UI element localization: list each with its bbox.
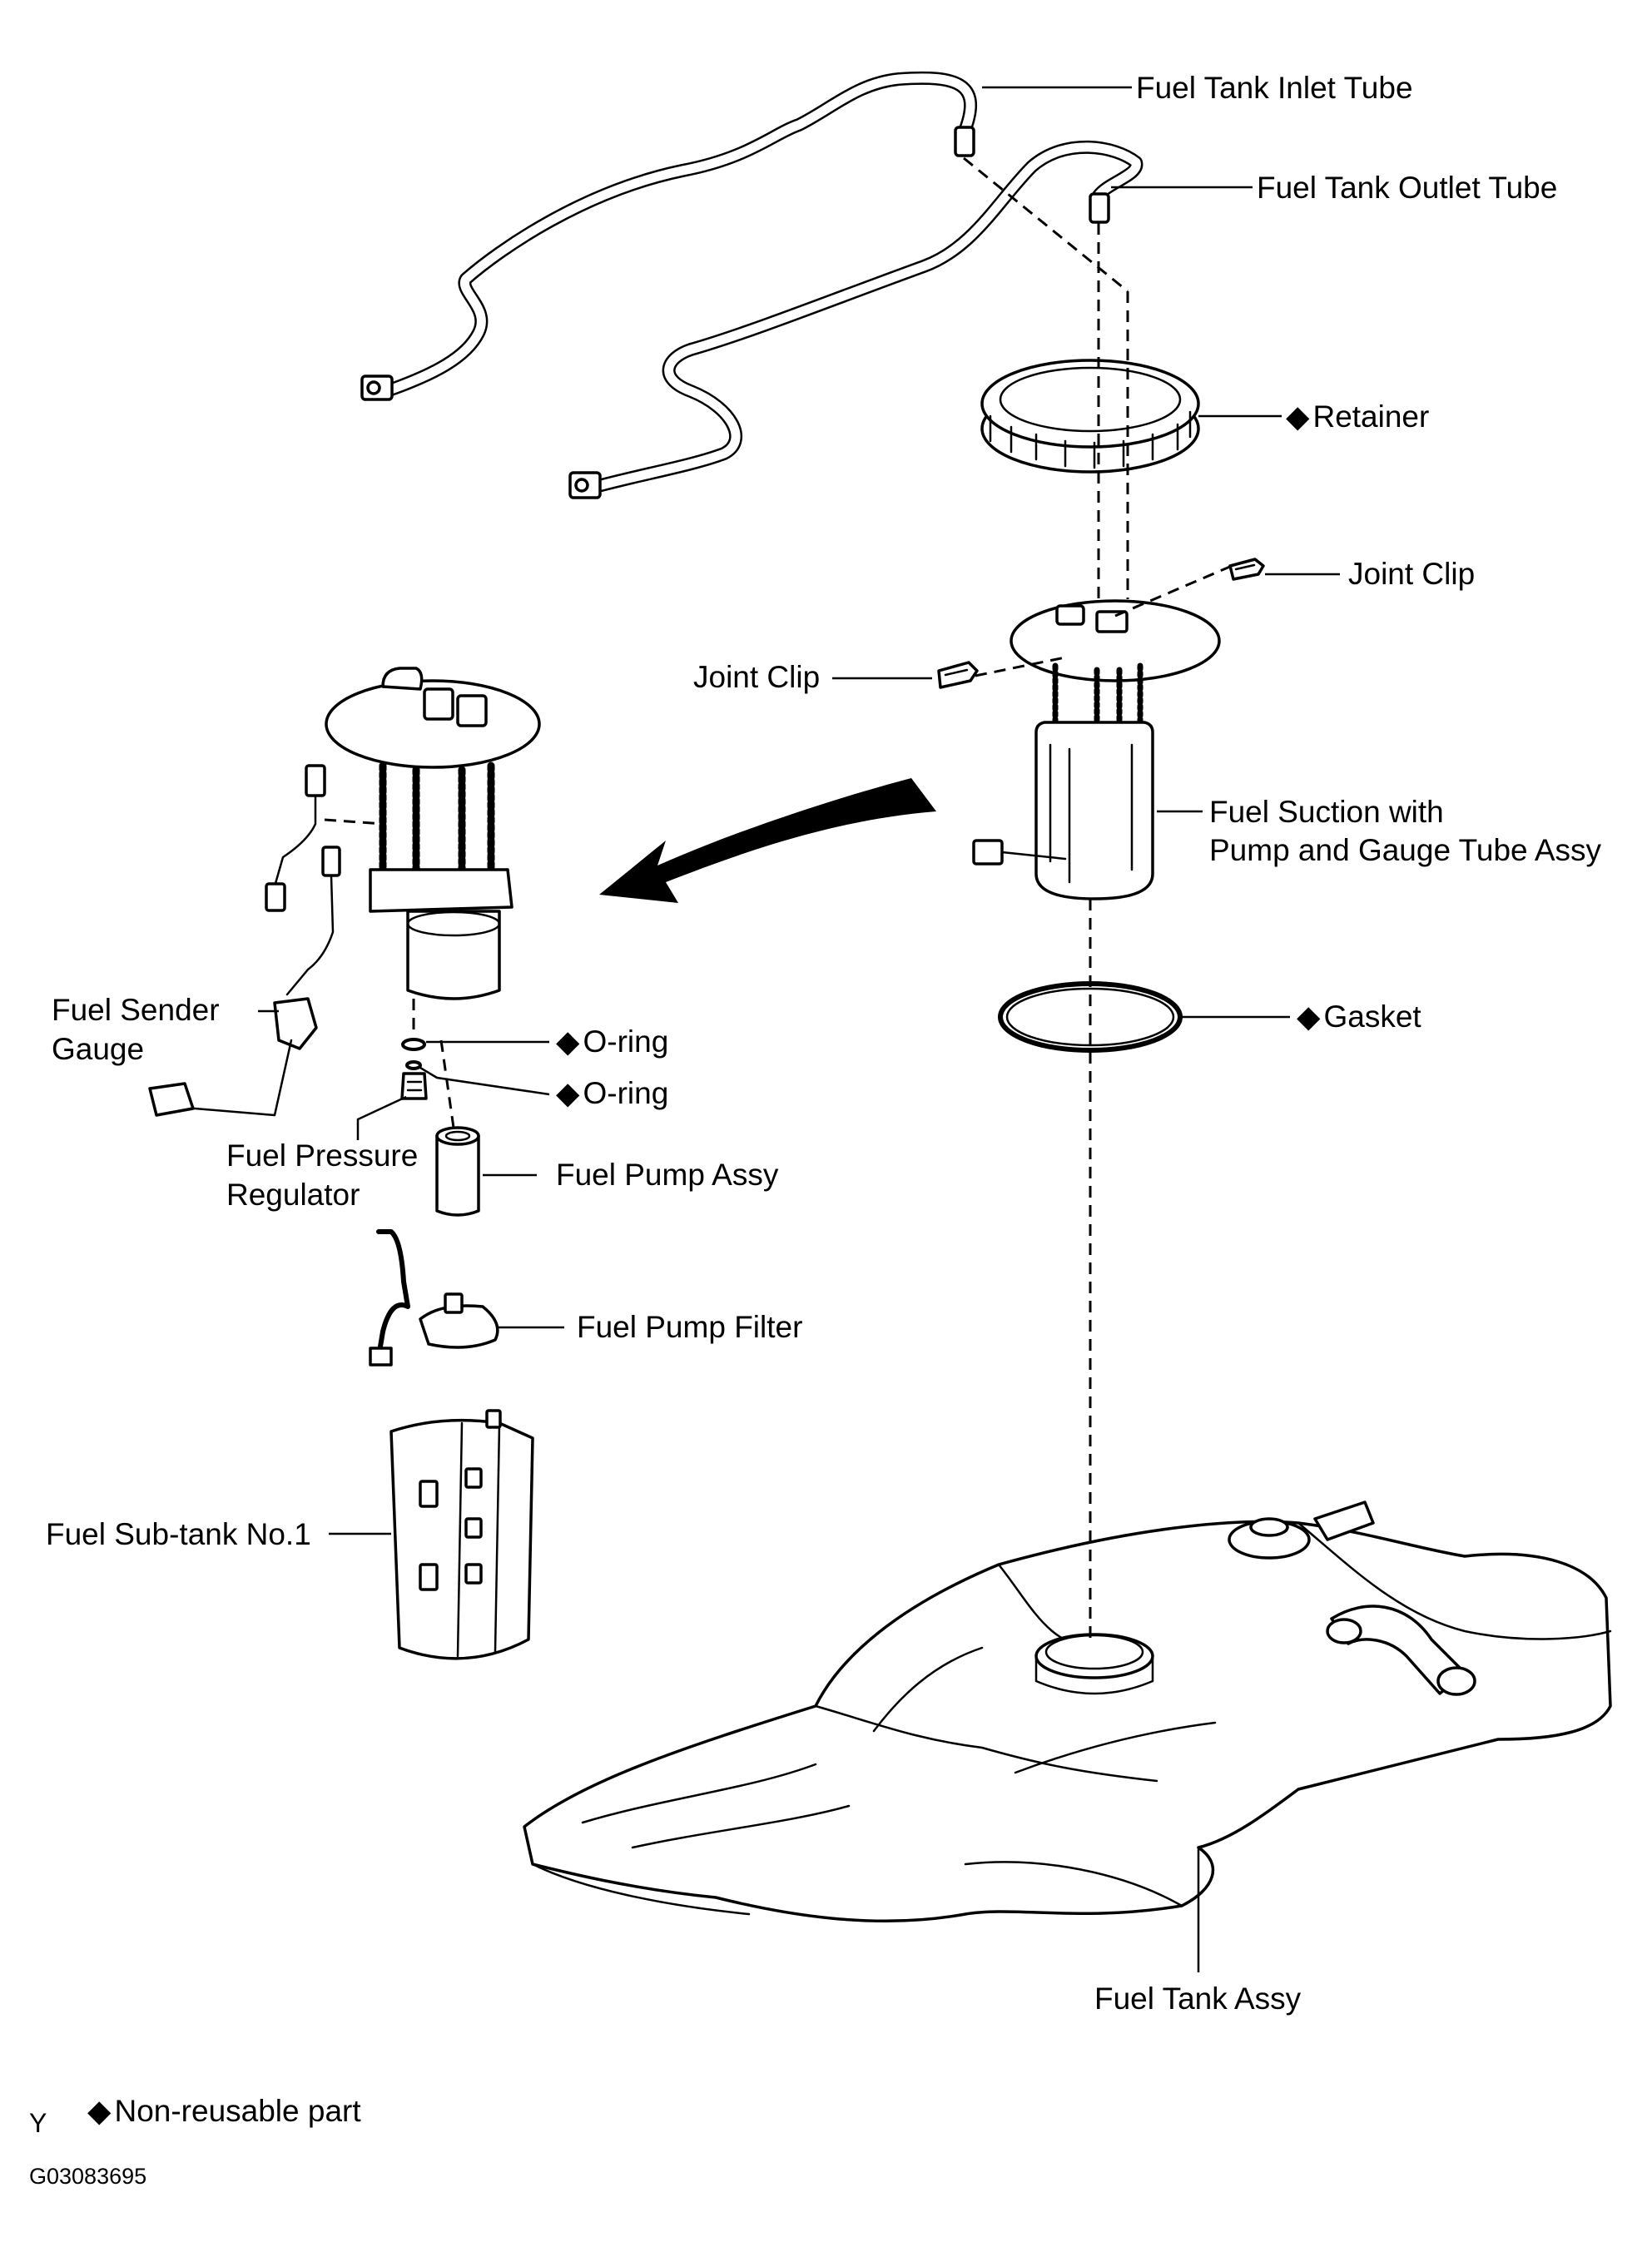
legend-non-reusable: ◆Non-reusable part — [87, 2091, 361, 2130]
direction-arrow — [599, 778, 936, 903]
fuel-tank-assy-drawing — [523, 1500, 1612, 1923]
fuel-tank-inlet-tube-drawing — [360, 71, 977, 401]
non-reusable-diamond-icon: ◆ — [556, 1076, 580, 1110]
label-fuel-sub-tank: Fuel Sub-tank No.1 — [46, 1517, 311, 1551]
label-fuel-pump-filter: Fuel Pump Filter — [577, 1310, 803, 1344]
fuel-tank-outlet-tube-drawing — [568, 140, 1144, 499]
label-fuel-tank-assy: Fuel Tank Assy — [1094, 1982, 1302, 2016]
label-gasket: ◆Gasket — [1297, 997, 1421, 1036]
joint-clip-left-drawing — [937, 661, 979, 689]
label-fuel-pressure-line2: Regulator — [226, 1178, 360, 1212]
label-fuel-pump-assy: Fuel Pump Assy — [556, 1158, 779, 1192]
label-joint-clip-left: Joint Clip — [693, 660, 821, 694]
fuel-suction-assy-drawing — [972, 599, 1221, 900]
corner-mark: Y — [29, 2108, 47, 2138]
legend-text: Non-reusable part — [114, 2094, 361, 2128]
label-o-ring-upper: ◆O-ring — [556, 1022, 668, 1061]
fuel-pump-assy-drawing — [435, 1126, 480, 1217]
label-o-ring-lower: ◆O-ring — [556, 1074, 668, 1113]
non-reusable-diamond-icon: ◆ — [1297, 999, 1321, 1034]
figure-code: G03083695 — [29, 2164, 147, 2189]
o-ring-upper-drawing — [401, 1038, 426, 1051]
fuel-pressure-regulator-drawing — [400, 1072, 428, 1100]
label-fuel-sender-line2: Gauge — [52, 1032, 145, 1066]
label-fuel-tank-inlet-tube: Fuel Tank Inlet Tube — [1136, 71, 1413, 105]
alignment-lines — [324, 156, 1233, 1639]
retainer-drawing — [980, 359, 1200, 474]
fuel-suction-disassembled-drawing — [265, 667, 541, 1000]
leader-lines — [258, 86, 1340, 1972]
joint-clip-right-drawing — [1228, 558, 1265, 581]
o-ring-lower-drawing — [405, 1060, 422, 1070]
fuel-sender-gauge-drawing — [148, 997, 318, 1117]
label-fuel-pressure-line1: Fuel Pressure — [226, 1138, 419, 1173]
fuel-sub-tank-drawing — [389, 1409, 534, 1660]
label-fuel-suction-line2: Pump and Gauge Tube Assy — [1209, 833, 1602, 867]
label-retainer: ◆Retainer — [1286, 397, 1429, 436]
label-joint-clip-right: Joint Clip — [1348, 557, 1476, 591]
fuel-pump-filter-drawing — [369, 1229, 499, 1367]
non-reusable-diamond-icon: ◆ — [87, 2094, 112, 2128]
label-fuel-sender-line1: Fuel Sender — [52, 993, 220, 1027]
label-fuel-tank-outlet-tube: Fuel Tank Outlet Tube — [1257, 171, 1558, 205]
non-reusable-diamond-icon: ◆ — [556, 1024, 580, 1059]
non-reusable-diamond-icon: ◆ — [1286, 399, 1310, 434]
label-fuel-suction-line1: Fuel Suction with — [1209, 795, 1444, 829]
